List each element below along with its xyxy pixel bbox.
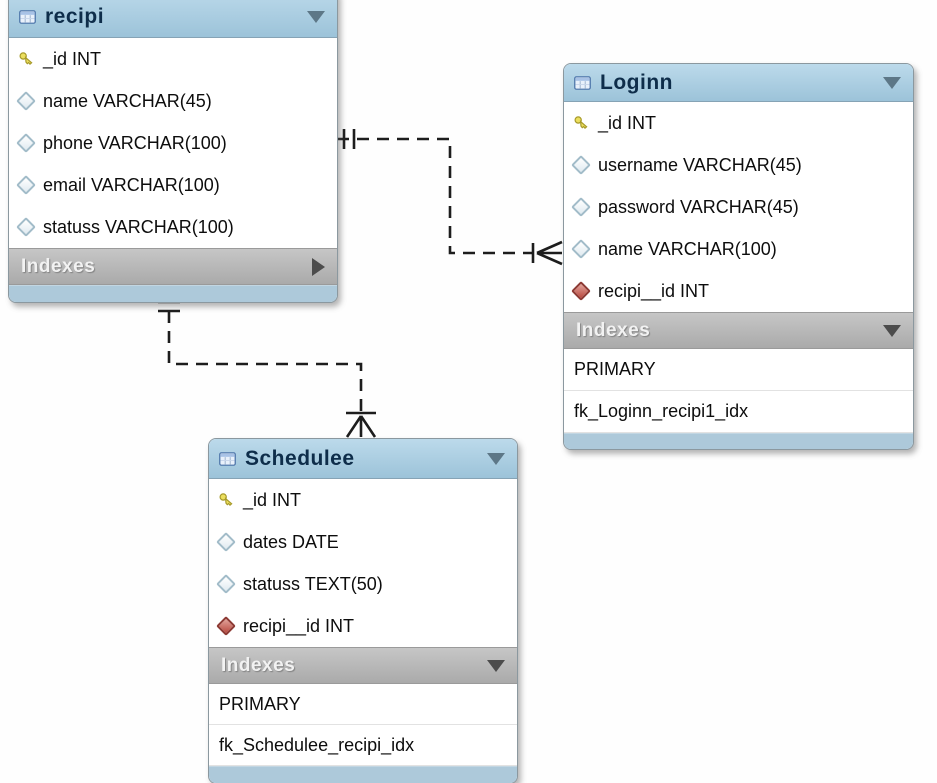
column-icon xyxy=(215,574,236,594)
table-title: recipi xyxy=(45,5,105,28)
column-label: phone VARCHAR(100) xyxy=(43,132,227,153)
column-icon xyxy=(15,133,36,153)
column-icon xyxy=(15,217,36,237)
chevron-down-icon[interactable] xyxy=(883,76,901,89)
column-label: username VARCHAR(45) xyxy=(598,154,802,175)
chevron-down-icon[interactable] xyxy=(307,11,325,23)
column-row[interactable]: email VARCHAR(100) xyxy=(9,164,337,206)
column-icon xyxy=(570,155,591,175)
table-loginn-header[interactable]: Loginn xyxy=(564,64,913,102)
column-row[interactable]: statuss VARCHAR(100) xyxy=(9,206,337,248)
column-row[interactable]: dates DATE xyxy=(209,521,517,563)
table-loginn-columns: _id INT username VARCHAR(45) password VA… xyxy=(564,102,913,312)
column-icon xyxy=(15,175,36,195)
primary-key-icon xyxy=(17,51,34,68)
index-row[interactable]: fk_Schedulee_recipi_idx xyxy=(209,725,517,766)
index-row[interactable]: PRIMARY xyxy=(564,349,913,391)
foreign-key-icon xyxy=(215,616,236,636)
column-label: dates DATE xyxy=(243,531,339,552)
expand-down-icon[interactable] xyxy=(487,659,505,672)
column-row[interactable]: username VARCHAR(45) xyxy=(564,144,913,186)
index-label: PRIMARY xyxy=(574,359,656,379)
table-title: Loginn xyxy=(600,70,673,94)
table-recipi-columns: _id INT name VARCHAR(45) phone VARCHAR(1… xyxy=(9,38,337,248)
table-schedulee-header[interactable]: Schedulee xyxy=(209,439,517,479)
table-title: Schedulee xyxy=(245,446,355,470)
column-row[interactable]: name VARCHAR(100) xyxy=(564,228,913,270)
column-label: _id INT xyxy=(243,489,302,510)
column-row[interactable]: _id INT xyxy=(209,479,517,521)
expand-right-icon[interactable] xyxy=(312,257,325,276)
table-footer xyxy=(9,285,337,302)
table-recipi-header[interactable]: recipi xyxy=(9,0,337,38)
table-icon xyxy=(19,9,36,26)
indexes-bar[interactable]: Indexes xyxy=(9,248,337,285)
index-row[interactable]: PRIMARY xyxy=(209,684,517,725)
column-label: password VARCHAR(45) xyxy=(598,196,799,217)
primary-key-icon xyxy=(572,115,589,132)
index-label: PRIMARY xyxy=(219,693,301,714)
column-label: statuss VARCHAR(100) xyxy=(43,216,234,237)
column-icon xyxy=(15,91,36,111)
column-label: email VARCHAR(100) xyxy=(43,174,220,195)
table-schedulee[interactable]: Schedulee _id INT dates DATE statuss TEX… xyxy=(208,438,518,783)
column-label: _id INT xyxy=(598,112,657,133)
column-icon xyxy=(215,532,236,552)
indexes-label: Indexes xyxy=(21,255,96,277)
column-row[interactable]: _id INT xyxy=(564,102,913,144)
chevron-down-icon[interactable] xyxy=(487,452,505,465)
index-label: fk_Loginn_recipi1_idx xyxy=(574,401,749,421)
column-icon xyxy=(570,197,591,217)
column-row[interactable]: name VARCHAR(45) xyxy=(9,80,337,122)
column-label: _id INT xyxy=(43,48,102,69)
indexes-bar[interactable]: Indexes xyxy=(209,647,517,684)
table-icon xyxy=(574,74,591,91)
relationship-recipi-schedulee[interactable] xyxy=(158,291,377,438)
column-row[interactable]: password VARCHAR(45) xyxy=(564,186,913,228)
column-row[interactable]: statuss TEXT(50) xyxy=(209,563,517,605)
table-footer xyxy=(209,766,517,783)
column-row[interactable]: phone VARCHAR(100) xyxy=(9,122,337,164)
indexes-bar[interactable]: Indexes xyxy=(564,312,913,349)
index-label: fk_Schedulee_recipi_idx xyxy=(219,734,415,755)
column-label: recipi__id INT xyxy=(598,280,710,301)
column-label: statuss TEXT(50) xyxy=(243,573,383,594)
column-row[interactable]: recipi__id INT xyxy=(564,270,913,312)
foreign-key-icon xyxy=(570,281,591,301)
table-recipi[interactable]: recipi _id INT name VARCHAR(45) phone VA… xyxy=(8,0,338,303)
table-loginn[interactable]: Loginn _id INT username VARCHAR(45) pass… xyxy=(563,63,914,450)
table-footer xyxy=(564,433,913,449)
indexes-label: Indexes xyxy=(221,654,296,676)
column-label: name VARCHAR(45) xyxy=(43,90,212,111)
index-row[interactable]: fk_Loginn_recipi1_idx xyxy=(564,391,913,433)
expand-down-icon[interactable] xyxy=(883,324,901,337)
relationship-recipi-loginn[interactable] xyxy=(337,129,563,266)
column-label: recipi__id INT xyxy=(243,615,355,636)
column-row[interactable]: recipi__id INT xyxy=(209,605,517,647)
column-icon xyxy=(570,239,591,259)
column-row[interactable]: _id INT xyxy=(9,38,337,80)
indexes-label: Indexes xyxy=(576,319,651,341)
column-label: name VARCHAR(100) xyxy=(598,238,777,259)
table-schedulee-columns: _id INT dates DATE statuss TEXT(50) reci… xyxy=(209,479,517,647)
primary-key-icon xyxy=(217,492,234,509)
table-icon xyxy=(219,450,236,467)
